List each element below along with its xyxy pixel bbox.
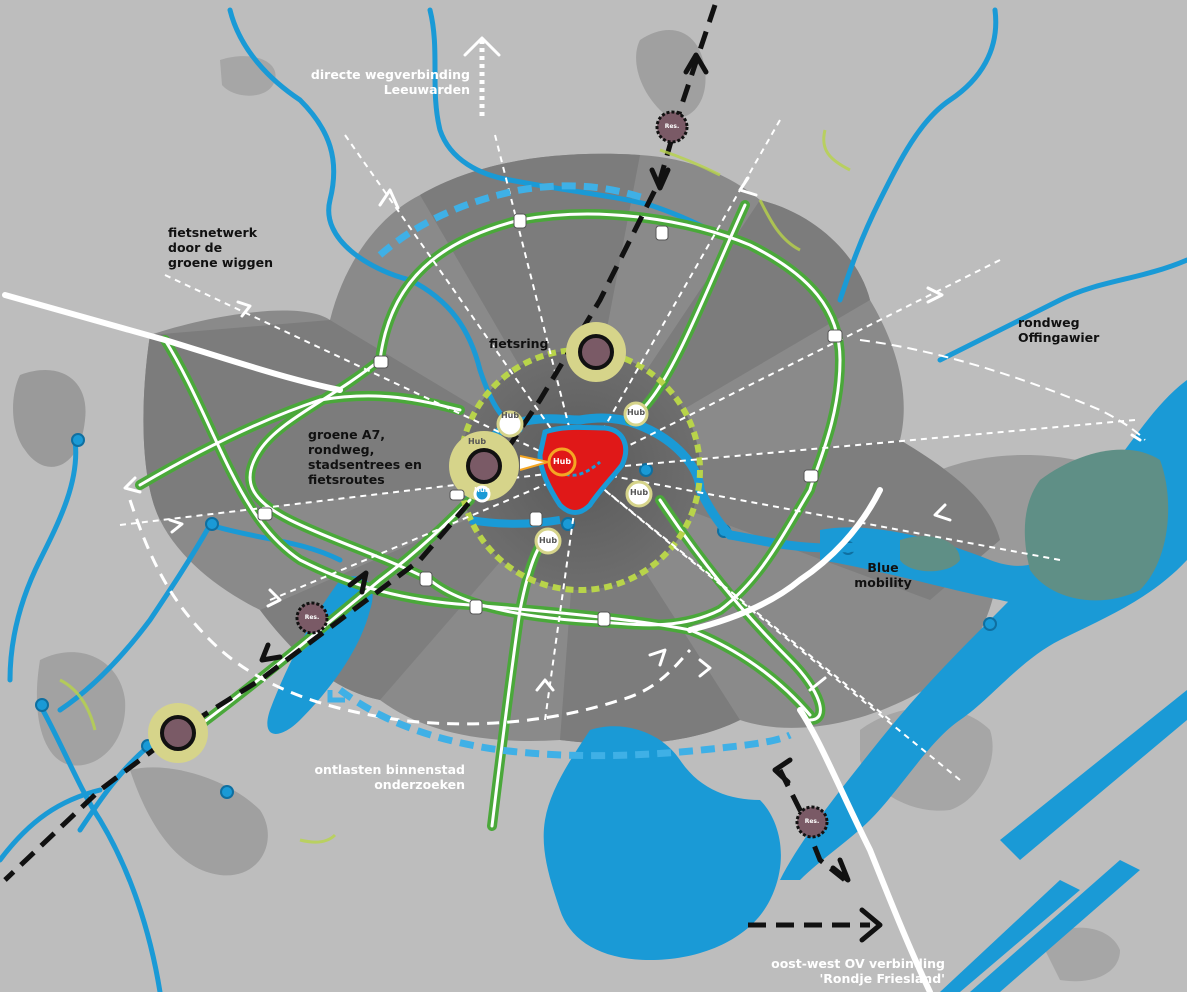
ov-arrows xyxy=(259,52,883,943)
res-markers xyxy=(295,110,829,839)
hub-label: Hub xyxy=(538,536,558,545)
label-fietsring: fietsring xyxy=(489,336,549,351)
roads xyxy=(2,292,933,992)
green-water-area xyxy=(1024,449,1169,601)
label-groene-a7: groene A7, rondweg, stadsentrees en fiet… xyxy=(308,427,422,487)
label-blue-mobility: Blue mobility xyxy=(854,560,912,590)
hub-label: Hub xyxy=(626,408,646,417)
label-oost-west: oost-west OV verbinding 'Rondje Frieslan… xyxy=(771,956,945,986)
hub-label: Hub xyxy=(552,457,572,466)
label-directe-weg: directe wegverbinding Leeuwarden xyxy=(310,67,470,97)
res-label: Res. xyxy=(664,123,680,130)
label-fietsnetwerk: fietsnetwerk door de groene wiggen xyxy=(168,225,274,270)
major-hubs xyxy=(148,322,626,763)
res-label: Res. xyxy=(804,818,820,825)
label-ontlasten: ontlasten binnenstad onderzoeken xyxy=(314,762,465,792)
res-label: Res. xyxy=(304,614,320,621)
hub-label: Hub xyxy=(629,488,649,497)
minor-hubs xyxy=(473,401,653,555)
hub-label: Hub xyxy=(467,437,487,446)
hub-label: Hub xyxy=(474,486,490,494)
water xyxy=(267,380,1187,992)
label-rondweg-offingawier: rondweg Offingawier xyxy=(1018,315,1100,345)
ring-crossings xyxy=(257,213,843,627)
blue-mobility-dashed xyxy=(337,182,792,760)
cycle-network-dashed xyxy=(119,119,1136,781)
hub-label: Hub xyxy=(500,411,520,420)
streams xyxy=(0,7,1187,992)
entry-arrows xyxy=(123,36,1142,692)
